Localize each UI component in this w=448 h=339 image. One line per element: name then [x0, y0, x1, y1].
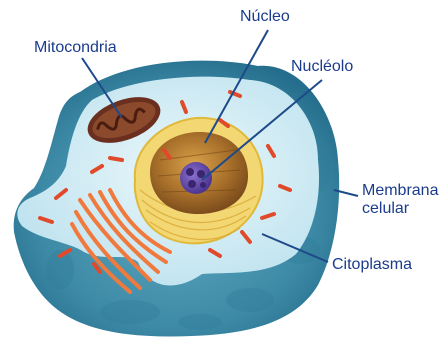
nucleus-label: Núcleo — [240, 7, 290, 26]
nucleus — [135, 118, 263, 243]
cytoplasm-label: Citoplasma — [332, 255, 412, 274]
membrane-label-line1: Membrana — [362, 182, 438, 200]
membrane-label-line2: celular — [362, 200, 438, 218]
membrane-label: Membrana celular — [362, 182, 438, 218]
nucleolus-label: Nucléolo — [291, 57, 353, 76]
nucleolus — [180, 162, 212, 194]
mitochondria-label: Mitocondria — [34, 38, 117, 57]
